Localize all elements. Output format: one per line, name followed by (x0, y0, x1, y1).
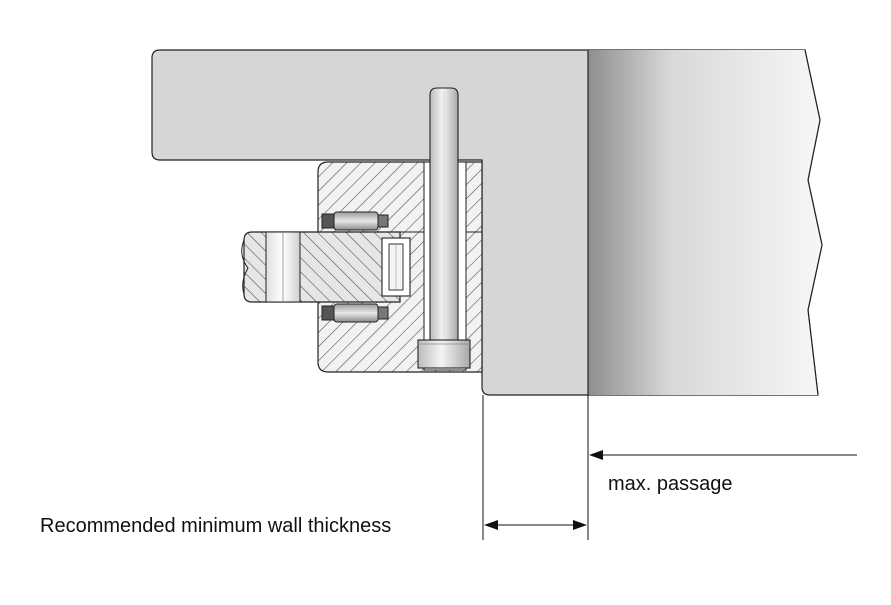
wall-thickness-label: Recommended minimum wall thickness (40, 515, 391, 537)
wall-arrowhead-right (573, 520, 587, 530)
passage-bore-face (588, 50, 822, 395)
bolt-head (417, 339, 471, 369)
wall-arrowhead-left (484, 520, 498, 530)
set-screw-lower (321, 303, 389, 323)
max-passage-label: max. passage (608, 473, 733, 495)
passage-arrowhead (589, 450, 603, 460)
set-screw-upper (321, 211, 389, 231)
break-line (804, 49, 823, 396)
shaft-break-line (241, 239, 249, 295)
